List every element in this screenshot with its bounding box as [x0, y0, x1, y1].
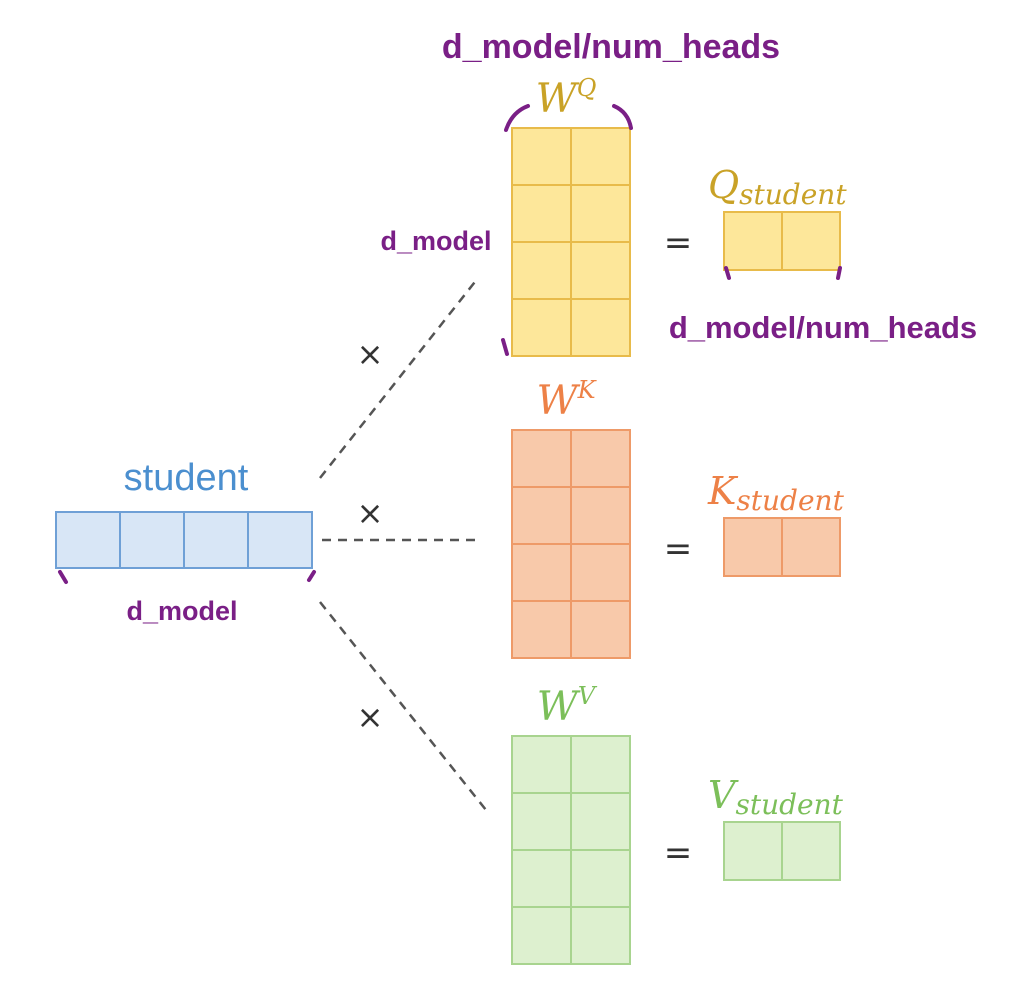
q-bottom-bracket-left [724, 266, 731, 280]
weight-matrix-q [511, 127, 631, 357]
weight-cell [570, 849, 631, 908]
equals-sign-k: = [664, 529, 693, 569]
weight-cell [511, 298, 572, 357]
weight-cell [511, 792, 572, 851]
student-vector-cell [183, 511, 249, 569]
equals-sign-q: = [664, 223, 693, 263]
input-bottom-bracket-right [307, 570, 316, 582]
wq-width-annotation: d_model/num_heads [442, 28, 780, 66]
output-cell [723, 517, 783, 577]
weight-cell [570, 792, 631, 851]
connector-to-wq [319, 277, 479, 479]
connector-lines [319, 277, 487, 811]
output-cell [723, 821, 783, 881]
weight-cell [570, 127, 631, 186]
output-vector-v [723, 821, 841, 881]
weight-cell [511, 735, 572, 794]
weight-cell [511, 906, 572, 965]
output-label-v: Vstudent [708, 773, 844, 821]
weight-label-v: WV [537, 682, 598, 730]
weight-cell [511, 486, 572, 545]
wq-left-bracket [501, 338, 509, 356]
weight-cell [570, 429, 631, 488]
wq-height-annotation: d_model [380, 226, 491, 256]
wq-top-bracket-right [612, 104, 633, 130]
weight-cell [570, 600, 631, 659]
output-cell [781, 211, 841, 271]
weight-cell [570, 486, 631, 545]
weight-cell [511, 600, 572, 659]
equals-sign-v: = [664, 833, 693, 873]
input-bottom-bracket-left [58, 570, 68, 584]
output-cell [781, 821, 841, 881]
input-dim-annotation: d_model [126, 596, 237, 626]
wq-top-bracket [504, 104, 530, 132]
weight-cell [570, 298, 631, 357]
output-cell [723, 211, 783, 271]
weight-matrix-v [511, 735, 631, 965]
weight-cell [511, 429, 572, 488]
connector-to-wv [319, 601, 487, 811]
weight-cell [570, 735, 631, 794]
weight-cell [570, 543, 631, 602]
weight-cell [570, 184, 631, 243]
annotation-brackets [58, 104, 842, 584]
weight-cell [511, 543, 572, 602]
student-vector-cell [55, 511, 121, 569]
output-vector-k [723, 517, 841, 577]
weight-cell [511, 184, 572, 243]
student-vector-cell [119, 511, 185, 569]
student-label: student [124, 457, 249, 499]
student-vector-cell [247, 511, 313, 569]
output-cell [781, 517, 841, 577]
multiply-sign-v: × [357, 698, 384, 736]
weight-cell [570, 241, 631, 300]
output-vector-q [723, 211, 841, 271]
q-bottom-bracket-right [836, 266, 842, 280]
weight-label-q: WQ [536, 74, 597, 122]
weight-matrix-k [511, 429, 631, 659]
multiply-sign-k: × [357, 494, 384, 532]
weight-cell [570, 906, 631, 965]
student-vector [55, 511, 313, 569]
q-width-annotation: d_model/num_heads [669, 310, 977, 345]
multiply-sign-q: × [357, 335, 384, 373]
weight-cell [511, 241, 572, 300]
output-label-q: Qstudent [708, 163, 847, 211]
weight-cell [511, 849, 572, 908]
weight-cell [511, 127, 572, 186]
weight-label-k: WK [536, 376, 597, 424]
output-label-k: Kstudent [707, 469, 845, 517]
